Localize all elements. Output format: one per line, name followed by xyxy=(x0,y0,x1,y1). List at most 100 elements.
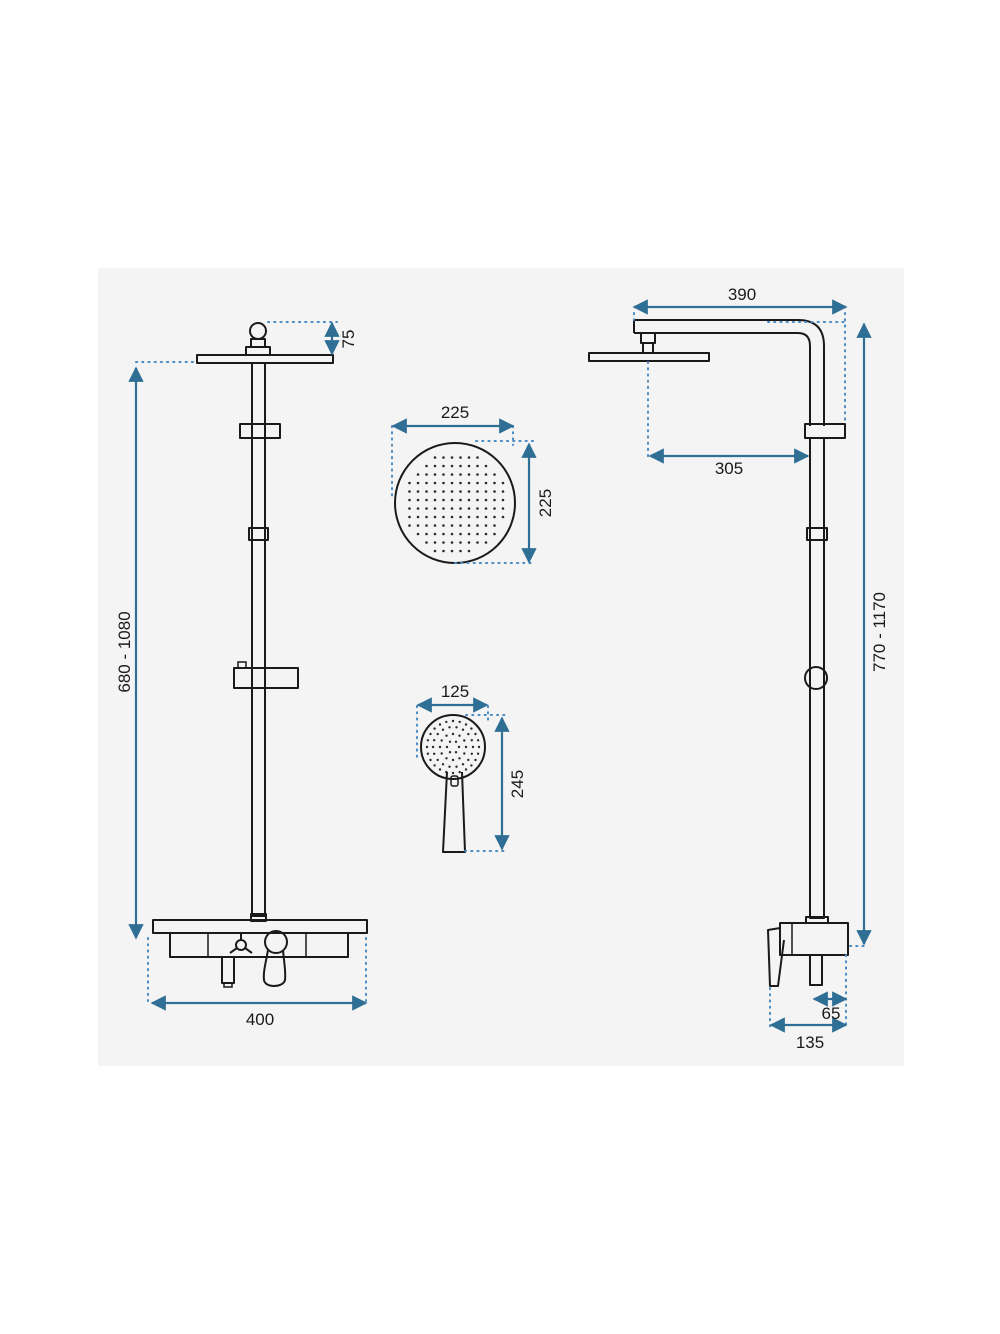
nozzle-dot xyxy=(445,770,448,774)
nozzle-dot xyxy=(476,481,479,485)
front-pipe-joint xyxy=(248,527,269,541)
nozzle-dot xyxy=(429,732,432,736)
nozzle-dot xyxy=(442,456,445,459)
nozzle-dot xyxy=(450,532,454,536)
front-upper-clamp xyxy=(239,423,281,439)
dim-label-overhead-height: 225 xyxy=(536,489,555,517)
nozzle-dot xyxy=(433,515,437,519)
nozzle-dot xyxy=(493,524,496,527)
front-slider-holder xyxy=(233,667,299,689)
nozzle-dot xyxy=(425,481,428,485)
nozzle-dot xyxy=(484,481,488,485)
nozzle-dot xyxy=(484,464,488,468)
nozzle-dot xyxy=(467,456,471,459)
nozzle-dot xyxy=(433,752,436,755)
nozzle-dot xyxy=(459,473,462,476)
nozzle-dot xyxy=(484,541,488,544)
nozzle-dot xyxy=(433,739,436,742)
nozzle-dot xyxy=(425,532,428,536)
nozzle-dot xyxy=(442,507,445,510)
nozzle-dot xyxy=(442,481,445,485)
nozzle-dot xyxy=(442,498,445,502)
nozzle-dot xyxy=(425,473,428,476)
nozzle-dot xyxy=(467,498,471,502)
nozzle-dot xyxy=(433,490,437,493)
dim-label-400: 400 xyxy=(246,1010,274,1029)
nozzle-dot xyxy=(454,740,458,743)
nozzle-dot xyxy=(445,757,448,760)
nozzle-dot xyxy=(416,515,420,519)
nozzle-dot xyxy=(467,732,470,736)
nozzle-dot xyxy=(448,740,452,743)
nozzle-dot xyxy=(416,507,420,510)
nozzle-dot xyxy=(476,752,480,755)
nozzle-dot xyxy=(459,524,462,527)
nozzle-dot xyxy=(470,739,473,742)
nozzle-dot xyxy=(450,481,454,485)
nozzle-dot xyxy=(408,524,411,527)
nozzle-dot xyxy=(445,745,449,749)
nozzle-dot xyxy=(493,507,496,510)
side-view: 390 305 770 - 1170 65 135 xyxy=(588,285,889,1052)
side-slider-holder xyxy=(804,666,828,690)
side-overhead-plate xyxy=(588,352,710,362)
nozzle-dot xyxy=(442,464,445,468)
nozzle-dot xyxy=(470,727,473,730)
nozzle-dot xyxy=(442,541,445,544)
dim-label-135: 135 xyxy=(796,1033,824,1052)
nozzle-dot xyxy=(433,764,436,767)
side-lever-handle xyxy=(767,927,785,987)
nozzle-dot xyxy=(459,490,462,493)
nozzle-dot xyxy=(408,507,411,510)
nozzle-dot xyxy=(458,770,461,774)
nozzle-dot xyxy=(433,549,437,553)
nozzle-dot xyxy=(442,490,445,493)
nozzle-dot xyxy=(455,765,458,768)
nozzle-dot xyxy=(484,524,488,527)
nozzle-dot xyxy=(451,771,455,775)
nozzle-dot xyxy=(476,524,479,527)
nozzle-dot xyxy=(425,507,428,510)
dim-label-390: 390 xyxy=(728,285,756,304)
nozzle-dot xyxy=(484,490,488,493)
nozzle-dot xyxy=(467,541,471,544)
hand-shower-view: 125 245 xyxy=(416,682,527,853)
nozzle-dot xyxy=(433,532,437,536)
nozzle-dot xyxy=(470,764,473,767)
dim-label-hand-width: 125 xyxy=(441,682,469,701)
nozzle-dot xyxy=(467,549,471,553)
nozzle-dot xyxy=(436,732,439,736)
dim-label-680-1080: 680 - 1080 xyxy=(115,611,134,692)
nozzle-dot xyxy=(463,752,466,755)
nozzle-dot xyxy=(433,507,437,510)
overhead-shower-view: 225 225 xyxy=(391,403,555,564)
nozzle-dot xyxy=(467,481,471,485)
nozzle-dot xyxy=(438,768,442,771)
nozzle-dot xyxy=(433,464,437,468)
nozzle-dot xyxy=(457,745,461,749)
nozzle-dot xyxy=(433,541,437,544)
nozzle-dot xyxy=(467,473,471,476)
nozzle-dot xyxy=(476,541,479,544)
hand-shower-handle xyxy=(442,771,466,853)
nozzle-dot xyxy=(458,757,461,760)
nozzle-dot xyxy=(450,507,454,510)
nozzle-dot xyxy=(476,515,479,519)
dim-label-overhead-width: 225 xyxy=(441,403,469,422)
nozzle-dot xyxy=(450,498,454,502)
nozzle-dot xyxy=(470,752,473,755)
front-view: 75 680 - 1080 400 xyxy=(115,321,368,1029)
nozzle-dot xyxy=(451,719,455,723)
nozzle-dot xyxy=(450,515,454,519)
nozzle-dot xyxy=(459,532,462,536)
nozzle-dot xyxy=(416,490,420,493)
nozzle-dot xyxy=(501,498,505,502)
nozzle-dot xyxy=(442,524,445,527)
nozzle-dot xyxy=(442,532,445,536)
nozzle-dot xyxy=(445,734,448,737)
side-spout xyxy=(809,954,823,986)
dim-label-hand-height: 245 xyxy=(508,770,527,798)
nozzle-dot xyxy=(476,507,479,510)
nozzle-dot xyxy=(464,745,468,749)
nozzle-dot xyxy=(493,515,496,519)
